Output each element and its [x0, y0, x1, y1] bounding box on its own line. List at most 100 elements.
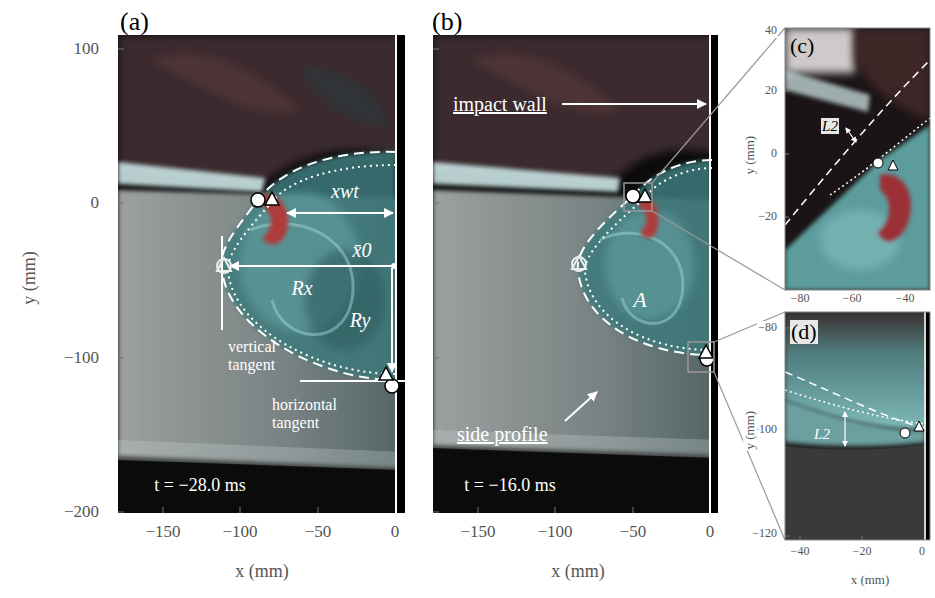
vertical-tangent-line [221, 236, 223, 330]
inset-photo-c [830, 118, 930, 195]
circle-marker [217, 259, 231, 273]
tick-label: −50 [620, 523, 647, 542]
dimension-arrow [287, 212, 393, 214]
axis-ticks [633, 507, 634, 513]
zoom-box [688, 342, 714, 372]
inset-photo-d [900, 428, 910, 438]
zoom-leader-lines [652, 211, 785, 290]
axis-ticks [785, 536, 789, 537]
photo-panel-b [638, 197, 658, 239]
photo-panel-b [600, 233, 683, 323]
dimension-arrow [230, 265, 392, 267]
photo-panel-b [433, 35, 718, 513]
axis-ticks [862, 536, 863, 540]
panel-letter: (a) [120, 8, 149, 37]
axis-title: y (mm) [743, 410, 757, 451]
axis-ticks [433, 49, 439, 50]
inset-photo-c [785, 28, 930, 290]
tick-label: 0 [919, 545, 925, 558]
tick-label: −120 [751, 527, 778, 540]
dimension-label: xwt [331, 180, 359, 202]
photo-panel-a [118, 162, 265, 192]
region-label: A [633, 288, 646, 312]
photo-panel-a [395, 35, 397, 513]
tick-label: −200 [63, 503, 100, 522]
inset-photo-d [785, 312, 930, 540]
dimension-label: L2 [814, 426, 830, 443]
zoom-box [624, 183, 652, 211]
triangle-marker [699, 345, 713, 358]
inset-photo-c [846, 128, 856, 142]
tick-label: −150 [460, 523, 495, 542]
axis-ticks [555, 507, 556, 513]
inset-photo-d [914, 421, 924, 431]
axis-ticks [478, 507, 479, 513]
panel-letter: (c) [790, 34, 814, 58]
time-stamp: t = −16.0 ms [464, 476, 555, 496]
photo-panel-b [433, 35, 718, 513]
photo-panel-a [118, 35, 405, 513]
annotation-text: horizontal tangent [272, 396, 364, 431]
axis-ticks [118, 512, 124, 513]
axis-ticks [118, 49, 124, 50]
tick-label: −100 [222, 523, 257, 542]
dotted-profile [585, 168, 712, 350]
axis-ticks [785, 217, 789, 218]
pointer-arrow [562, 103, 706, 105]
axis-ticks [785, 328, 789, 329]
axis-ticks [318, 507, 319, 513]
axis-title: y (mm) [743, 135, 757, 176]
dashed-profile [578, 160, 712, 355]
inset-frame [785, 28, 930, 290]
pointer-arrow [565, 392, 597, 421]
triangle-marker [379, 367, 393, 380]
panel-letter: (d) [790, 320, 818, 344]
inset-photo-d [785, 444, 930, 540]
inset-photo-c [785, 28, 855, 73]
time-stamp: t = −28.0 ms [154, 476, 245, 496]
tick-label: −40 [896, 292, 915, 305]
inset-photo-c [878, 174, 911, 241]
photo-panel-b [433, 35, 718, 185]
panel-letter: (b) [432, 8, 462, 37]
inset-photo-d [785, 312, 930, 540]
tick-label: 0 [706, 523, 715, 542]
inset-photo-d [785, 400, 925, 446]
axis-ticks [852, 286, 853, 290]
photo-panel-a [397, 35, 405, 513]
inset-photo-c [785, 60, 930, 225]
tick-label: −50 [305, 523, 332, 542]
dashed-profile [221, 152, 396, 380]
dimension-arrow [391, 268, 393, 372]
zoom-leader-lines [652, 28, 785, 540]
dimension-label: L2 [821, 118, 839, 135]
inset-photo-d [924, 312, 926, 540]
zoom-leader-lines [652, 28, 785, 183]
axis-ticks [785, 430, 789, 431]
axis-ticks [800, 286, 801, 290]
tick-label: −20 [853, 545, 872, 558]
tick-label: 40 [764, 24, 778, 37]
inset-photo-d [926, 312, 930, 540]
axis-ticks [118, 31, 905, 540]
photo-panel-a [118, 35, 405, 513]
axis-ticks [433, 358, 439, 359]
zoom-leader-lines [714, 372, 785, 540]
axis-ticks [800, 536, 801, 540]
axis-ticks [905, 286, 906, 290]
axis-ticks [785, 31, 789, 32]
axis-ticks [433, 203, 439, 204]
dotted-profile [228, 165, 396, 374]
axis-title: x (mm) [235, 562, 289, 582]
zoom-leader-lines [714, 312, 785, 342]
tick-label: 100 [73, 40, 101, 59]
triangle-marker [638, 189, 652, 202]
dimension-label: x̄0 [353, 239, 372, 261]
tick-label: 0 [770, 147, 778, 160]
tick-label: −80 [757, 321, 778, 334]
inset-photo-c [873, 158, 883, 168]
tick-label: 0 [90, 194, 101, 213]
axis-title: x (mm) [851, 573, 890, 587]
